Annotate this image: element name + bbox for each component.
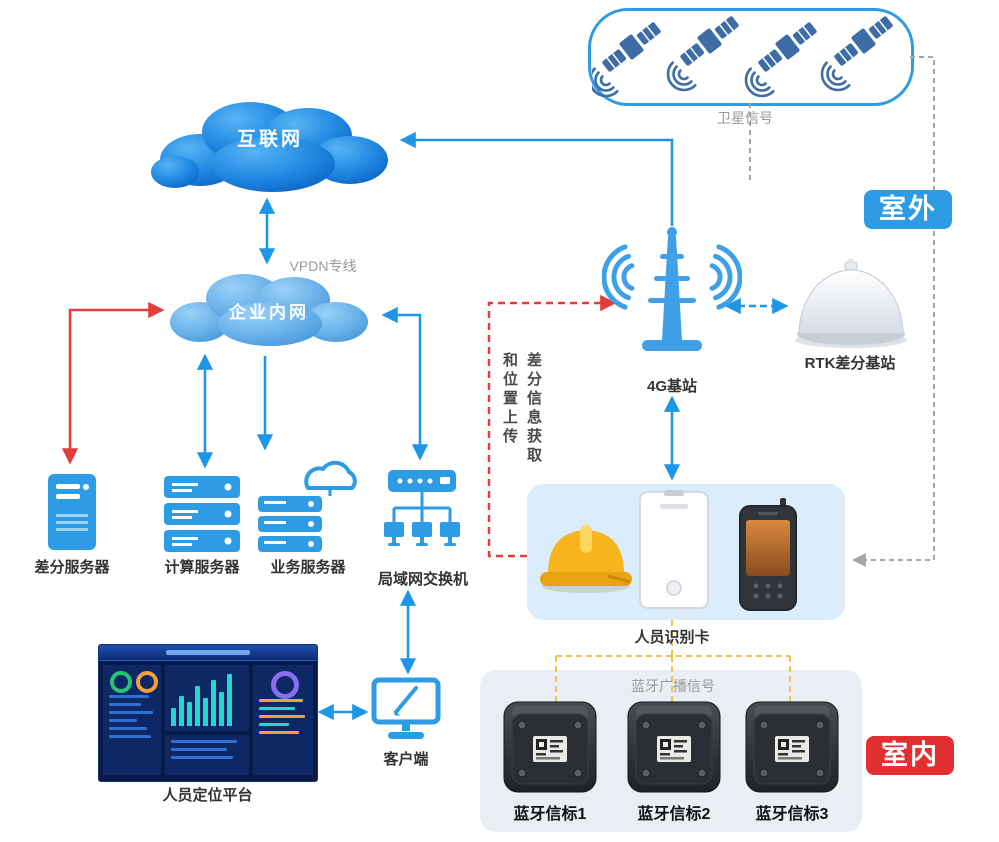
- outdoor-badge: 室外: [864, 190, 952, 229]
- satellite-icon: [592, 17, 666, 98]
- 4g-tower-icon: [602, 227, 742, 351]
- satellite-icon: [738, 17, 822, 98]
- platform-screenshot: [98, 644, 318, 782]
- compute-server-label: 计算服务器: [164, 559, 240, 576]
- satellite-icon: [814, 11, 898, 98]
- id-card-icon: [639, 490, 709, 609]
- business-server-icon: [258, 460, 357, 552]
- intranet-cloud: [170, 274, 368, 346]
- id-card-label: 人员识别卡: [634, 629, 710, 646]
- bt-beacon-2-icon: [627, 701, 721, 793]
- beacon2-label: 蓝牙信标2: [637, 806, 711, 823]
- client-label: 客户端: [383, 751, 429, 768]
- link-intranet-diffserver: [61, 301, 165, 465]
- upload-note: 差分信息获取 和位置上传: [501, 352, 542, 466]
- client-monitor-icon: [371, 677, 441, 739]
- link-card-beacons: [555, 620, 791, 702]
- business-server-label: 业务服务器: [270, 559, 346, 576]
- platform-label: 人员定位平台: [162, 787, 253, 804]
- bt-beacon-1-icon: [503, 701, 597, 793]
- diff-server-icon: [48, 474, 96, 550]
- indoor-badge: 室内: [866, 736, 954, 775]
- rugged-phone-icon: [739, 498, 797, 611]
- link-card-4g-upload: [487, 294, 617, 558]
- satellite-icon: [660, 11, 744, 98]
- internet-cloud-label: 互联网: [236, 129, 303, 150]
- satellite-group-box: [588, 8, 914, 106]
- link-satellite-card: [851, 56, 935, 567]
- beacon1-label: 蓝牙信标1: [513, 806, 587, 823]
- beacon3-label: 蓝牙信标3: [755, 806, 829, 823]
- link-intranet-switch: [381, 306, 429, 461]
- compute-server-icon: [164, 476, 240, 552]
- internet-cloud: [151, 102, 388, 192]
- diff-server-label: 差分服务器: [34, 559, 110, 576]
- satellites: [592, 11, 898, 98]
- satellite-signal-label: 卫星信号: [717, 110, 773, 126]
- link-internet-4g: [399, 131, 674, 226]
- 4g-label: 4G基站: [646, 378, 697, 395]
- intranet-cloud-label: 企业内网: [229, 303, 309, 322]
- vpdn-label: VPDN专线: [289, 258, 357, 274]
- rtk-label: RTK差分基站: [804, 355, 896, 372]
- lan-switch-label: 局域网交换机: [377, 571, 468, 588]
- rtk-dome-icon: [795, 258, 907, 348]
- bt-broadcast-label: 蓝牙广播信号: [631, 678, 715, 694]
- helmet-icon: [540, 525, 632, 593]
- lan-switch-icon: [384, 470, 460, 546]
- bt-beacon-3-icon: [745, 701, 839, 793]
